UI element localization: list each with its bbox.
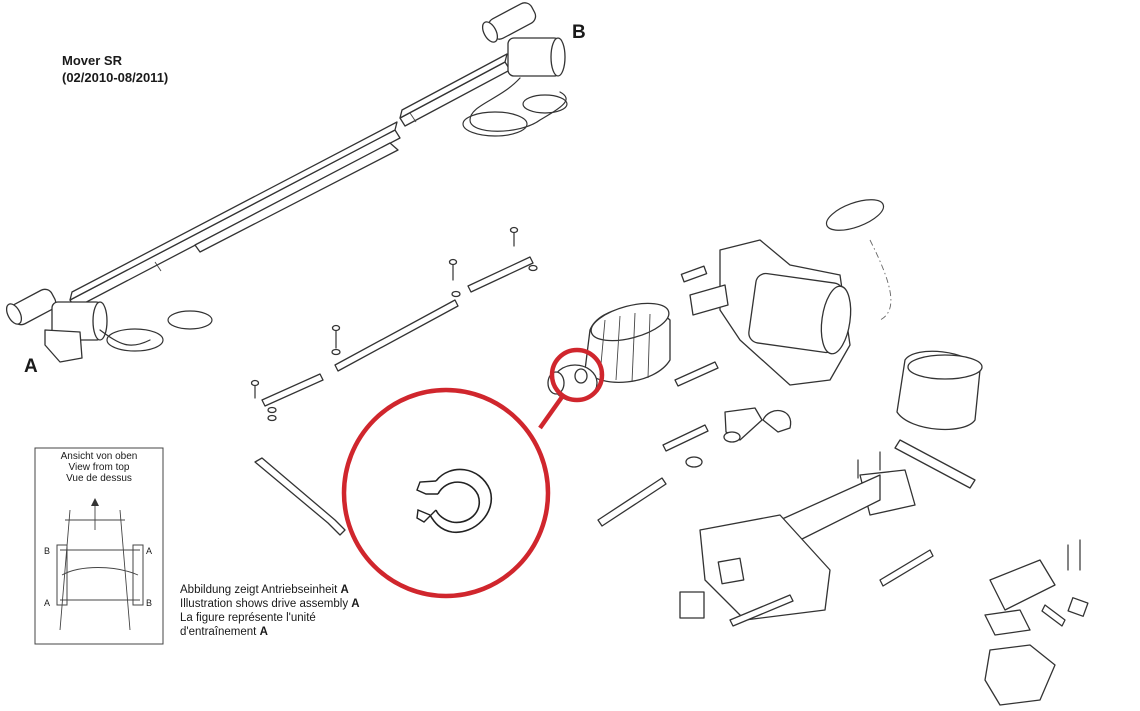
inset-label-b-left: B xyxy=(44,546,51,556)
top-view-inset xyxy=(34,447,164,645)
motor-assembly xyxy=(680,199,983,431)
inset-label-a-right: A xyxy=(146,546,153,556)
caption-line-de: Abbildung zeigt Antriebseinheit A xyxy=(180,584,349,596)
model-period: (02/2010-08/2011) xyxy=(62,70,169,85)
crossbar-assembly xyxy=(5,2,568,363)
small-bracket-parts xyxy=(984,539,1089,706)
circlip-icon xyxy=(416,468,493,533)
inset-label-b-right: B xyxy=(146,598,153,608)
drive-unit-b xyxy=(462,2,568,137)
caption-line-fr-1: La figure représente l'unité xyxy=(180,612,316,624)
caption-line-fr-2: d'entraînement A xyxy=(180,626,268,638)
caption-line-en: Illustration shows drive assembly A xyxy=(180,598,360,610)
linkage-rods xyxy=(250,226,538,422)
inset-label-a-left: A xyxy=(44,598,51,608)
drive-unit-a xyxy=(5,288,213,363)
drive-roller xyxy=(584,302,671,383)
inset-view-en: View from top xyxy=(68,462,130,473)
inset-view-de: Ansicht von oben xyxy=(60,451,138,462)
inset-view-fr: Vue de dessus xyxy=(66,473,132,484)
mounting-bracket xyxy=(679,439,976,627)
crank-handle xyxy=(254,457,346,536)
fasteners xyxy=(597,361,792,527)
assembly-label-a: A xyxy=(24,356,38,377)
model-title: Mover SR xyxy=(62,53,122,68)
callout-highlight xyxy=(341,347,605,599)
assembly-label-b: B xyxy=(572,22,586,43)
